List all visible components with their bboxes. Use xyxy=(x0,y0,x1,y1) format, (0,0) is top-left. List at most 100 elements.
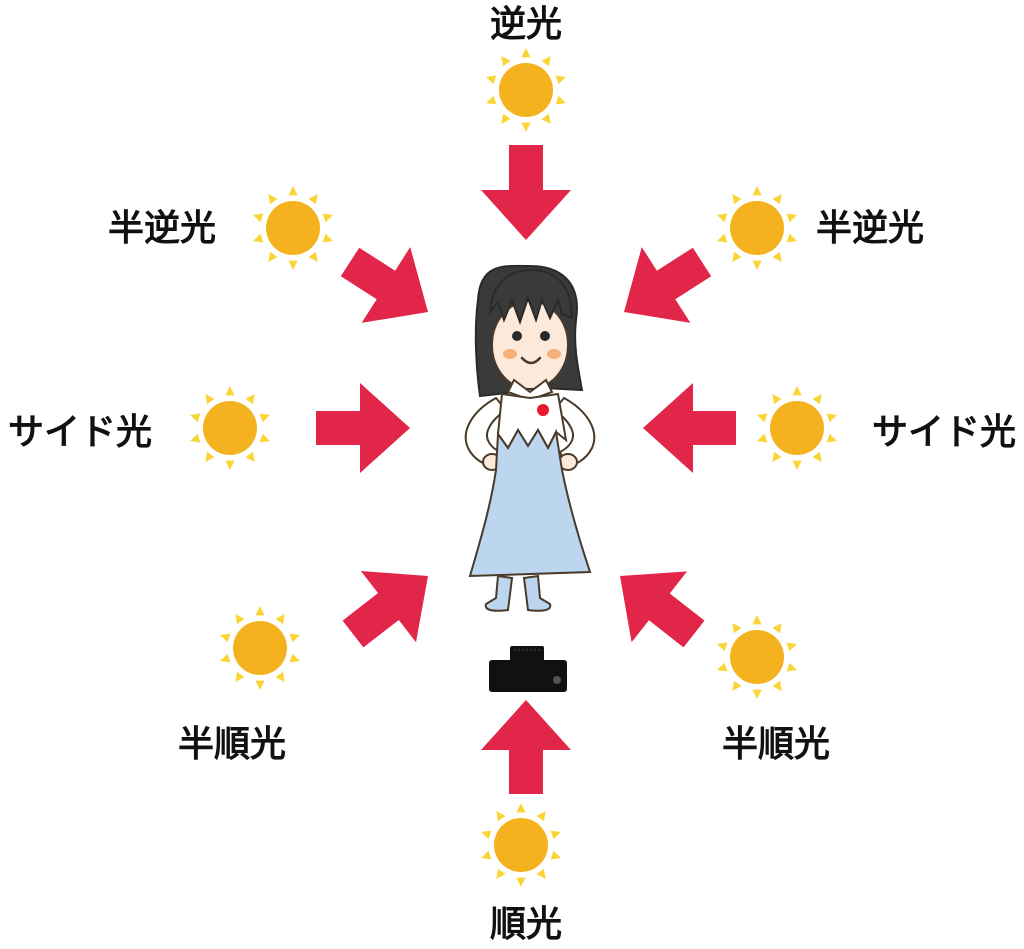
sun-disc xyxy=(233,621,287,675)
sun-ray xyxy=(732,680,742,691)
arrow-bottom xyxy=(481,700,571,794)
sun-ray xyxy=(516,877,526,887)
sun-ray xyxy=(486,75,497,85)
sun-ray xyxy=(259,433,270,443)
sun-ray xyxy=(245,451,255,462)
sun-ray xyxy=(481,850,492,860)
arrow-right xyxy=(643,383,736,473)
sun-ray xyxy=(501,56,511,67)
sun-ray xyxy=(792,460,802,470)
label-left: サイド光 xyxy=(8,412,152,453)
sun-ray xyxy=(275,614,285,625)
sun-ray xyxy=(275,671,285,682)
camera-dial xyxy=(553,676,561,684)
sun-ray xyxy=(521,48,531,58)
sun-ray xyxy=(717,213,728,223)
sun-ray xyxy=(289,653,300,663)
sun-ray xyxy=(225,386,235,396)
sun-ray xyxy=(786,233,797,243)
sun-ray xyxy=(289,633,300,643)
sun-ray xyxy=(481,830,492,840)
sun-ray xyxy=(225,460,235,470)
mouth xyxy=(520,356,542,365)
sun-ray xyxy=(555,75,566,85)
sun-ray xyxy=(732,194,742,205)
sun-icon xyxy=(486,48,566,132)
sun-ray xyxy=(717,233,728,243)
arrows xyxy=(316,145,736,794)
sun-ray xyxy=(496,868,506,879)
sun-ray xyxy=(812,394,822,405)
sun-ray xyxy=(550,850,561,860)
sun-ray xyxy=(826,413,837,423)
sun-disc xyxy=(266,201,320,255)
arrow-top xyxy=(481,145,571,240)
camera-body xyxy=(489,660,567,692)
girl-figure xyxy=(464,264,596,612)
sun-icon xyxy=(757,386,837,470)
sun-ray xyxy=(288,186,298,196)
sun-ray xyxy=(772,251,782,262)
sun-ray xyxy=(536,868,546,879)
arrow-left xyxy=(316,383,410,473)
sun-ray xyxy=(220,633,231,643)
sun-ray xyxy=(205,451,215,462)
sun-ray xyxy=(259,413,270,423)
cheek-right xyxy=(547,349,561,359)
sun-ray xyxy=(541,113,551,124)
sun-ray xyxy=(792,386,802,396)
sun-ray xyxy=(772,680,782,691)
leg-right xyxy=(522,574,552,612)
dress xyxy=(468,428,592,578)
leg-left xyxy=(484,574,514,612)
eye-left xyxy=(512,331,522,341)
sun-ray xyxy=(757,413,768,423)
sun-ray xyxy=(190,433,201,443)
sun-ray xyxy=(288,260,298,270)
sun-ray xyxy=(786,213,797,223)
sun-ray xyxy=(717,642,728,652)
hair-bangs xyxy=(488,268,574,326)
sun-ray xyxy=(308,194,318,205)
sun-disc xyxy=(730,201,784,255)
sun-ray xyxy=(268,251,278,262)
sun-disc xyxy=(203,401,257,455)
sun-ray xyxy=(516,803,526,813)
camera-icon xyxy=(489,646,567,692)
sun-icon xyxy=(481,803,561,887)
label-lower-left: 半順光 xyxy=(178,724,286,765)
sun-ray xyxy=(752,260,762,270)
sun-disc xyxy=(494,818,548,872)
label-bottom: 順光 xyxy=(490,904,562,945)
sun-ray xyxy=(772,623,782,634)
sun-ray xyxy=(235,671,245,682)
cheek-left xyxy=(503,349,517,359)
sun-ray xyxy=(322,233,333,243)
sun-icon xyxy=(253,186,333,270)
label-right: サイド光 xyxy=(872,412,1016,453)
sun-ray xyxy=(220,653,231,663)
sun-ray xyxy=(190,413,201,423)
label-top: 逆光 xyxy=(490,4,562,45)
sun-ray xyxy=(308,251,318,262)
sun-ray xyxy=(205,394,215,405)
arrow-lower-left xyxy=(342,571,428,648)
sun-ray xyxy=(235,614,245,625)
sun-icon xyxy=(220,606,300,690)
sun-icon xyxy=(190,386,270,470)
sun-ray xyxy=(786,642,797,652)
sun-ray xyxy=(772,194,782,205)
sun-ray xyxy=(541,56,551,67)
sun-ray xyxy=(555,95,566,105)
arrow-lower-right xyxy=(620,571,705,648)
sun-ray xyxy=(501,113,511,124)
sun-disc xyxy=(730,630,784,684)
sun-ray xyxy=(322,213,333,223)
brooch xyxy=(537,404,549,416)
sun-disc xyxy=(499,63,553,117)
sun-ray xyxy=(536,811,546,822)
sun-ray xyxy=(786,662,797,672)
camera-top xyxy=(510,646,544,662)
sun-ray xyxy=(550,830,561,840)
